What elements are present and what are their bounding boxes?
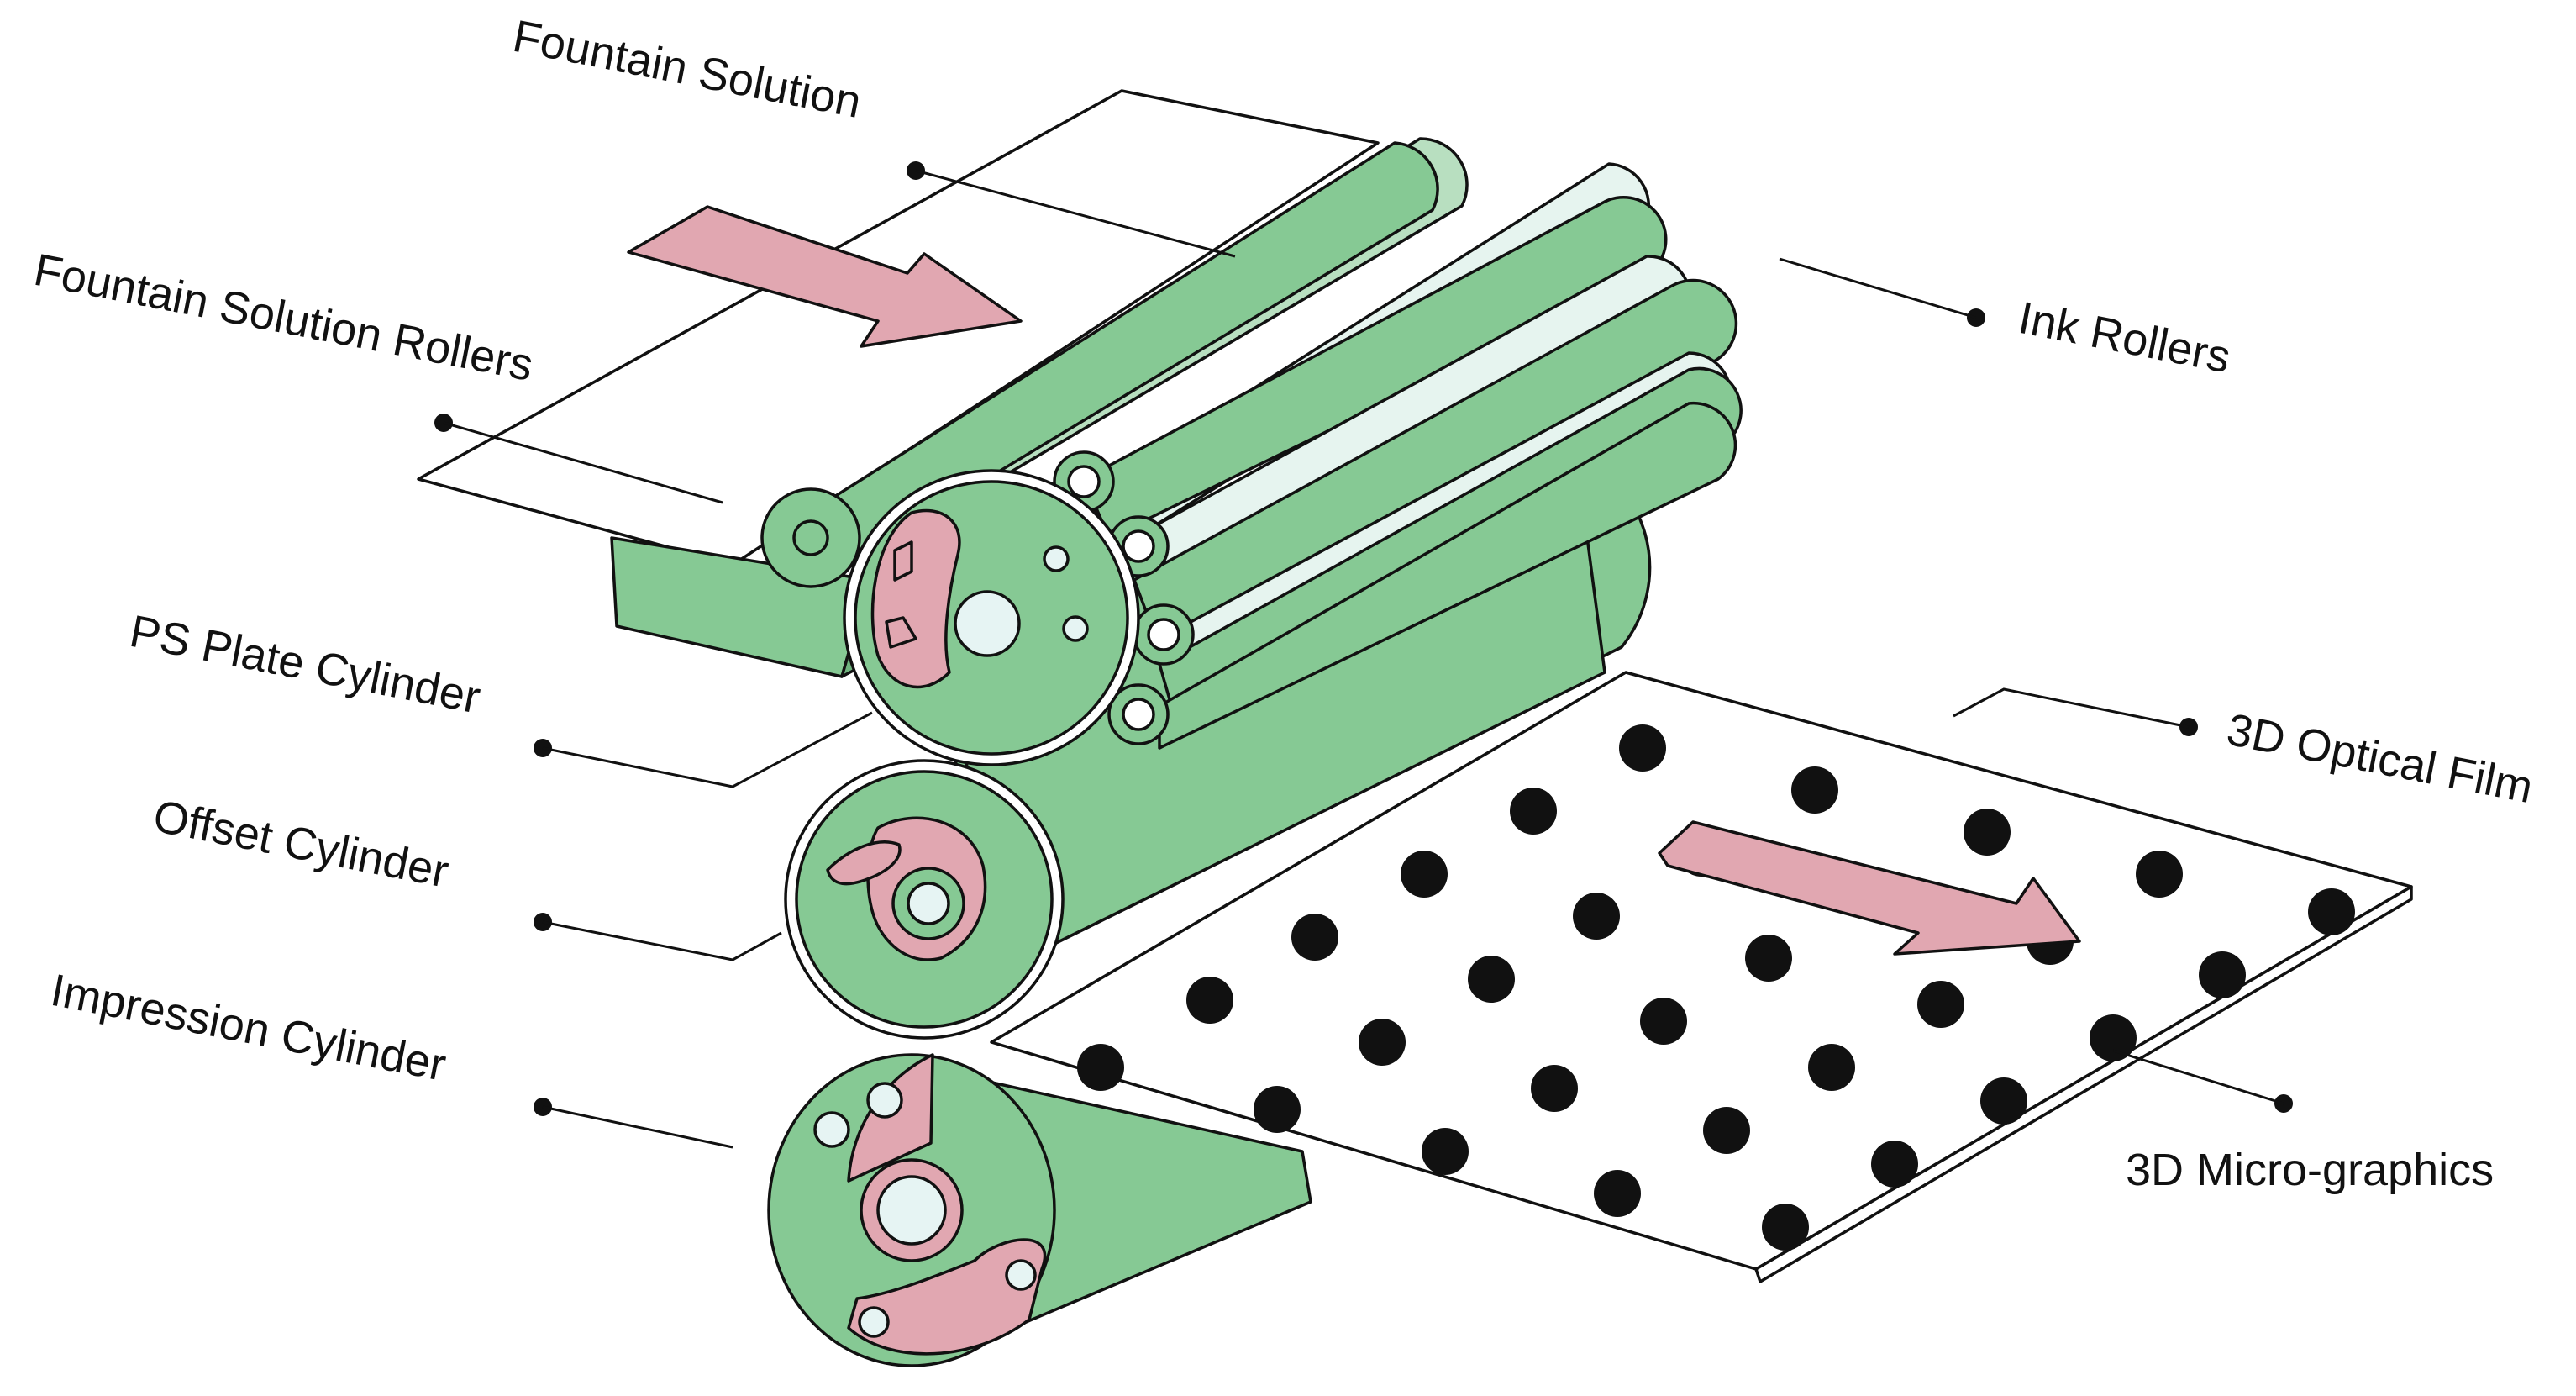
label-ink-rollers-text: Ink Rollers [2015, 292, 2235, 383]
label-impression-cylinder-text: Impression Cylinder [47, 965, 450, 1091]
fountain-solution-rollers [760, 137, 1469, 588]
label-fountain-solution-rollers-text: Fountain Solution Rollers [30, 245, 538, 391]
label-impression-cylinder: Impression Cylinder [47, 965, 733, 1149]
label-micro-graphics: 3D Micro-graphics [2112, 1049, 2494, 1195]
label-micro-graphics-text: 3D Micro-graphics [2126, 1145, 2494, 1195]
offset-cylinder [784, 759, 1065, 1040]
label-ps-plate-cylinder-text: PS Plate Cylinder [126, 606, 485, 724]
ink-rollers [1053, 162, 1743, 750]
output-direction-arrow [1658, 820, 2081, 956]
label-optical-film-text: 3D Optical Film [2223, 704, 2537, 813]
label-offset-cylinder: Offset Cylinder [150, 791, 782, 961]
label-fountain-solution-text: Fountain Solution [509, 11, 865, 128]
optical-film-sheet [990, 671, 2413, 1283]
feed-direction-arrow-top [627, 205, 1023, 348]
label-ink-rollers: Ink Rollers [1779, 257, 2235, 383]
impression-cylinder [767, 1053, 1312, 1367]
ps-plate-cylinder [843, 469, 1140, 766]
micro-graphic-dots [1077, 724, 2355, 1251]
label-offset-cylinder-text: Offset Cylinder [150, 791, 453, 898]
